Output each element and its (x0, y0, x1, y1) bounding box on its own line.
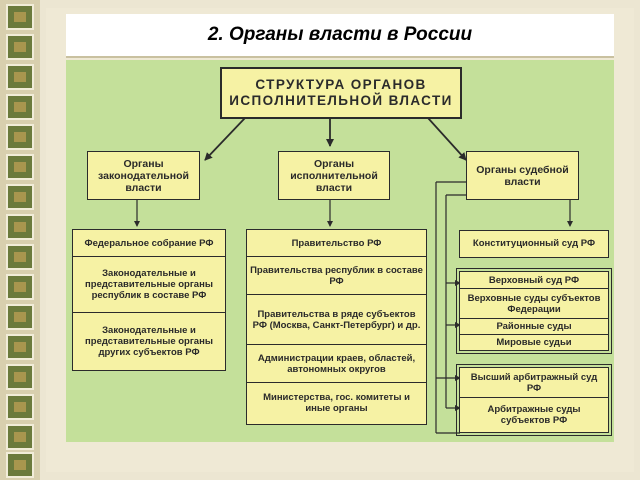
branch-head-judicial: Органы судебной власти (466, 151, 579, 200)
stamp-icon (6, 304, 34, 330)
stamp-icon (6, 184, 34, 210)
executive-items-group: Правительство РФ Правительства республик… (246, 229, 427, 425)
legislative-items-group: Федеральное собрание РФ Законодательные … (72, 229, 226, 371)
stamp-icon (6, 214, 34, 240)
legislative-item: Законодательные и представительные орган… (73, 312, 225, 369)
decorative-stamp-border (0, 0, 40, 480)
stamp-icon (6, 154, 34, 180)
general-court-item: Районные суды (460, 318, 608, 334)
executive-item: Правительство РФ (291, 237, 382, 249)
stamp-icon (6, 4, 34, 30)
root-box-executive-structure: СТРУКТУРА ОРГАНОВ ИСПОЛНИТЕЛЬНОЙ ВЛАСТИ (220, 67, 462, 119)
stamp-icon (6, 424, 34, 450)
general-court-item: Мировые судьи (460, 334, 608, 350)
title-bar: 2. Органы власти в России (66, 14, 614, 58)
executive-item: Правительства в ряде субъектов РФ (Москв… (247, 294, 426, 344)
general-court-item: Верховные суды субъектов Федерации (460, 288, 608, 318)
stamp-icon (6, 274, 34, 300)
stamp-icon (6, 334, 34, 360)
stamp-icon (6, 364, 34, 390)
stamp-icon (6, 244, 34, 270)
stamp-icon (6, 452, 34, 478)
stamp-icon (6, 94, 34, 120)
arbitration-court-item: Высший арбитражный суд РФ (470, 371, 598, 394)
general-courts-frame (456, 268, 612, 354)
constitutional-court-box: Конституционный суд РФ (459, 230, 609, 258)
executive-item: Правительства республик в составе РФ (247, 256, 426, 294)
general-courts-group: Верховный суд РФ Верховные суды субъекто… (459, 271, 609, 351)
arbitration-court-item: Арбитражные суды субъектов РФ (460, 397, 608, 432)
general-court-item: Верховный суд РФ (488, 274, 580, 286)
stamp-icon (6, 64, 34, 90)
branch-head-executive: Органы исполнительной власти (278, 151, 390, 200)
legislative-item: Федеральное собрание РФ (84, 237, 214, 249)
stamp-icon (6, 394, 34, 420)
stamp-icon (6, 34, 34, 60)
slide-title: 2. Органы власти в России (207, 24, 473, 45)
arbitration-courts-frame (456, 364, 612, 436)
executive-item: Администрации краев, областей, автономны… (247, 344, 426, 382)
branch-head-legislative: Органы законодательной власти (87, 151, 200, 200)
executive-item: Министерства, гос. комитеты и иные орган… (247, 382, 426, 423)
stamp-icon (6, 124, 34, 150)
legislative-item: Законодательные и представительные орган… (73, 256, 225, 312)
arbitration-courts-group: Высший арбитражный суд РФ Арбитражные су… (459, 367, 609, 433)
